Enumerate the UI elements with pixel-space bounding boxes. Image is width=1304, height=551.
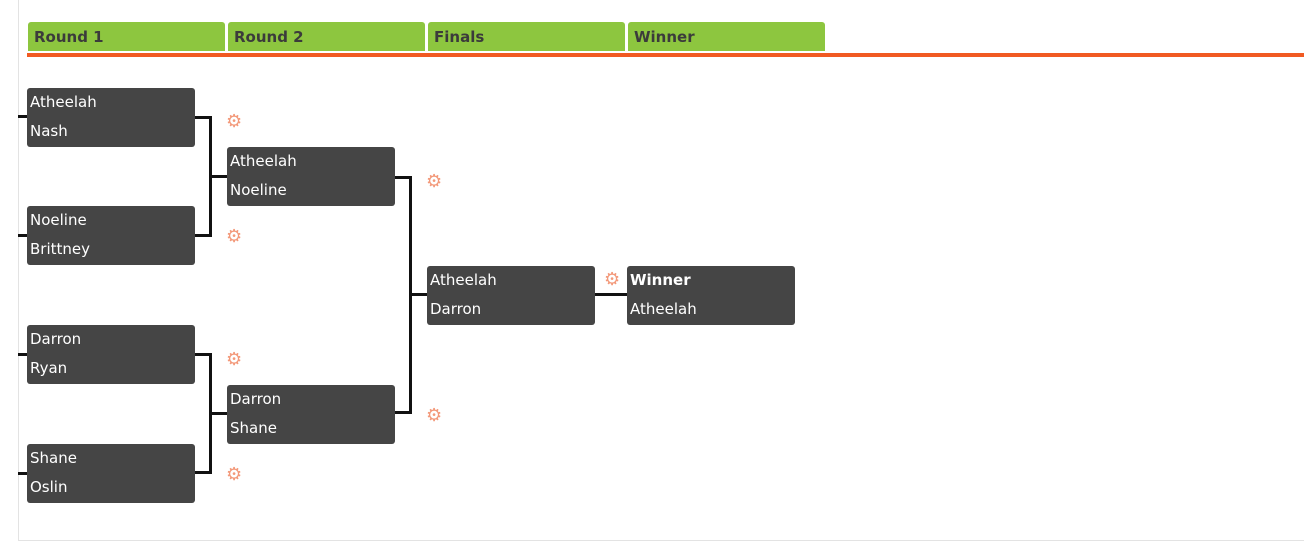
entry-connector [18, 472, 28, 475]
team-name: Darron [230, 390, 282, 408]
match-finals[interactable]: Atheelah Darron [427, 266, 595, 325]
match-round2-2[interactable]: Darron Shane [227, 385, 395, 444]
connector-line [395, 176, 411, 179]
connector-line [195, 353, 211, 356]
team-name: Atheelah [230, 152, 297, 170]
match-round1-1[interactable]: Atheelah Nash [27, 88, 195, 147]
team-name: Oslin [30, 478, 68, 496]
header-divider [27, 53, 1304, 57]
winner-heading: Winner [630, 271, 691, 289]
team-name: Darron [30, 330, 82, 348]
match-round1-2[interactable]: Noeline Brittney [27, 206, 195, 265]
connector-line [209, 175, 228, 178]
team-name: Noeline [30, 211, 87, 229]
team-name: Darron [430, 300, 482, 318]
gear-icon[interactable]: ⚙ [426, 405, 443, 426]
match-round1-4[interactable]: Shane Oslin [27, 444, 195, 503]
gear-icon[interactable]: ⚙ [604, 269, 621, 290]
connector-line [195, 116, 211, 119]
gear-icon[interactable]: ⚙ [226, 226, 243, 247]
bracket-frame [18, 0, 1304, 541]
team-name: Brittney [30, 240, 90, 258]
round-header-winner: Winner [628, 22, 825, 51]
team-name: Atheelah [30, 93, 97, 111]
gear-icon[interactable]: ⚙ [426, 171, 443, 192]
entry-connector [18, 234, 28, 237]
team-name: Noeline [230, 181, 287, 199]
winner-name: Atheelah [630, 300, 697, 318]
connector-line [409, 293, 428, 296]
connector-line [595, 293, 628, 296]
gear-icon[interactable]: ⚙ [226, 464, 243, 485]
round-header-round-1: Round 1 [28, 22, 225, 51]
entry-connector [18, 353, 28, 356]
entry-connector [18, 115, 28, 118]
team-name: Shane [30, 449, 77, 467]
connector-line [195, 471, 211, 474]
round-header-finals: Finals [428, 22, 625, 51]
team-name: Atheelah [430, 271, 497, 289]
team-name: Shane [230, 419, 277, 437]
gear-icon[interactable]: ⚙ [226, 111, 243, 132]
match-round1-3[interactable]: Darron Ryan [27, 325, 195, 384]
winner-box: Winner Atheelah [627, 266, 795, 325]
connector-line [195, 234, 211, 237]
connector-line [395, 411, 411, 414]
connector-line [209, 412, 228, 415]
match-round2-1[interactable]: Atheelah Noeline [227, 147, 395, 206]
team-name: Ryan [30, 359, 68, 377]
round-header-round-2: Round 2 [228, 22, 425, 51]
team-name: Nash [30, 122, 68, 140]
gear-icon[interactable]: ⚙ [226, 349, 243, 370]
